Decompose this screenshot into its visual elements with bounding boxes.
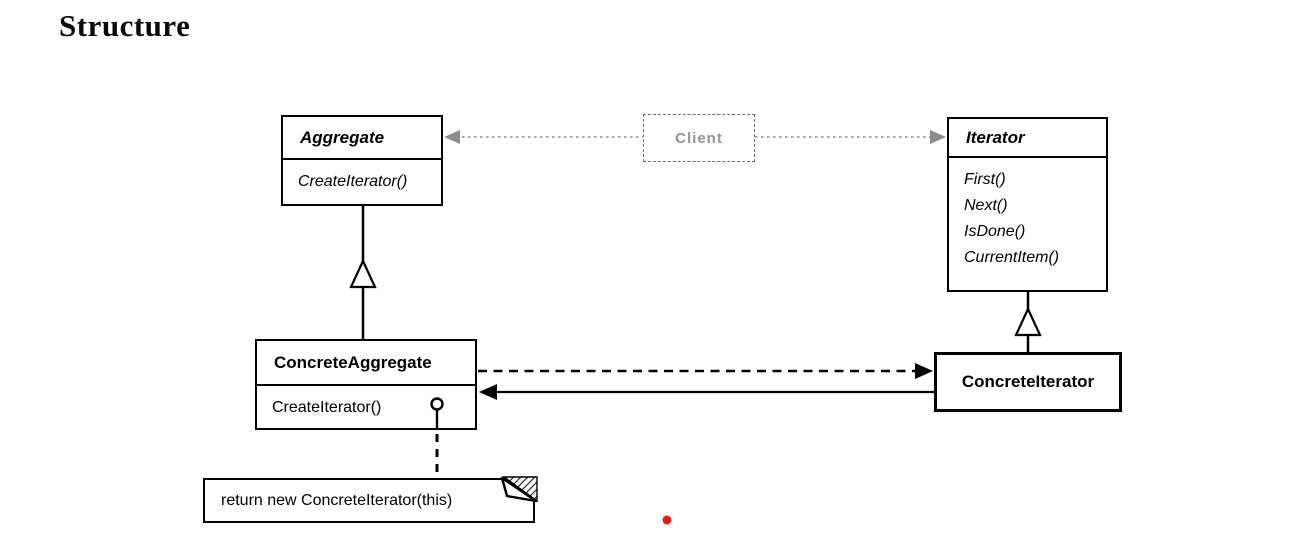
page-title: Structure xyxy=(59,8,191,43)
class-methods-aggregate: CreateIterator() xyxy=(283,160,441,195)
concrete-iterator-association-arrow xyxy=(479,384,934,400)
method-createiterator-abstract: CreateIterator() xyxy=(298,173,408,190)
method-currentitem: CurrentItem() xyxy=(964,249,1060,266)
method-next: Next() xyxy=(964,197,1008,214)
note-text: return new ConcreteIterator(this) xyxy=(221,491,453,509)
class-name-concrete-aggregate: ConcreteAggregate xyxy=(257,341,475,386)
iterator-inheritance-connector xyxy=(1014,292,1042,352)
client-iterator-dependency-arrow xyxy=(755,130,946,144)
class-box-concrete-iterator: ConcreteIterator xyxy=(934,352,1122,412)
client-label: Client xyxy=(675,129,723,147)
client-box: Client xyxy=(643,114,755,162)
class-name-iterator: Iterator xyxy=(949,119,1106,158)
concrete-aggregate-creates-arrow xyxy=(478,363,933,379)
method-first: First() xyxy=(964,171,1006,188)
client-aggregate-dependency-arrow xyxy=(444,130,643,144)
method-createiterator-concrete: CreateIterator() xyxy=(272,399,382,416)
method-isdone: IsDone() xyxy=(964,223,1026,240)
aggregate-inheritance-connector xyxy=(349,206,377,339)
class-name-concrete-iterator: ConcreteIterator xyxy=(961,372,1095,391)
class-methods-concrete-aggregate: CreateIterator() xyxy=(257,386,475,421)
class-box-aggregate: Aggregate CreateIterator() xyxy=(281,115,443,206)
class-box-iterator: Iterator First() Next() IsDone() Current… xyxy=(947,117,1108,292)
class-methods-iterator: First() Next() IsDone() CurrentItem() xyxy=(949,158,1106,271)
note-box: return new ConcreteIterator(this) xyxy=(203,478,535,523)
class-name-aggregate: Aggregate xyxy=(283,117,441,160)
red-dot-marker xyxy=(662,515,672,525)
class-box-concrete-aggregate: ConcreteAggregate CreateIterator() xyxy=(255,339,477,430)
